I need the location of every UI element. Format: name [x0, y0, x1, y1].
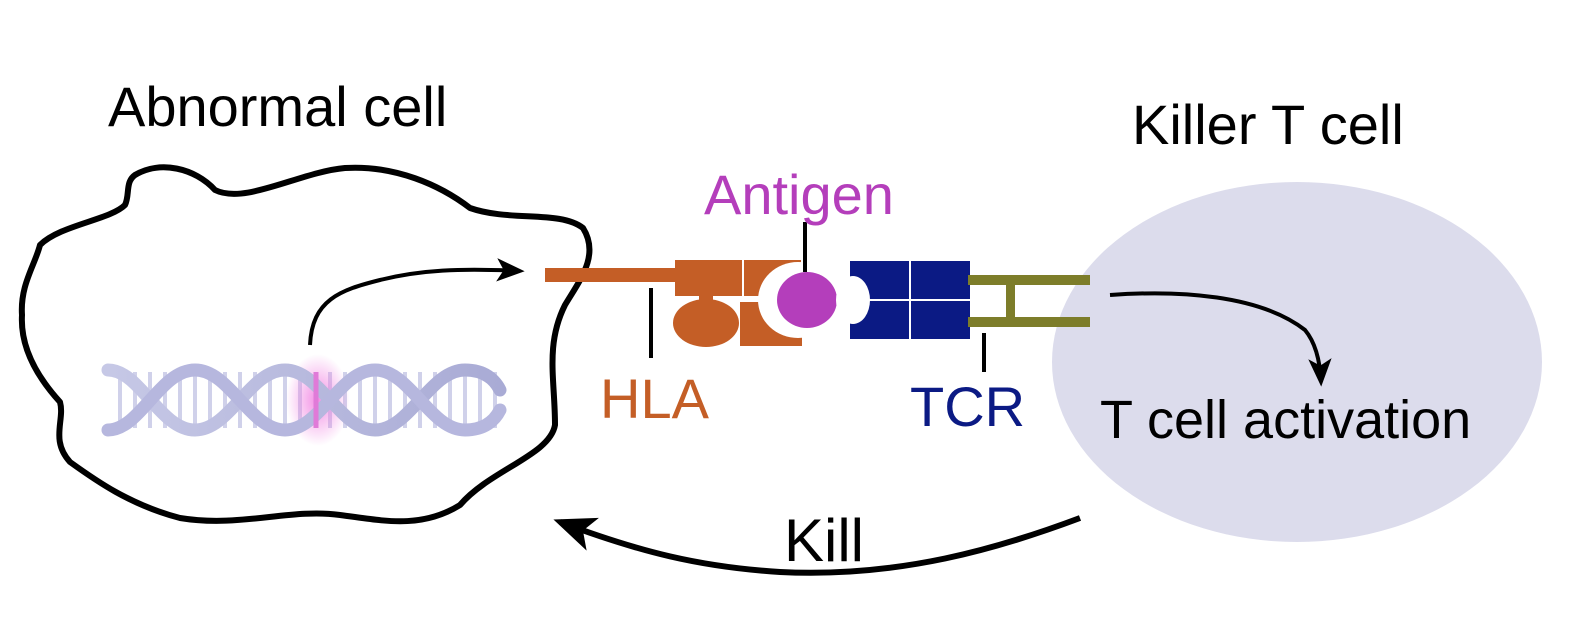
tcr-molecule — [836, 261, 1090, 339]
hla-label: HLA — [600, 367, 710, 430]
activation-arrow — [1109, 291, 1332, 387]
tcr-label: TCR — [910, 375, 1025, 438]
kill-arrow — [553, 515, 1082, 576]
kill-label: Kill — [784, 507, 864, 574]
killer-t-cell-label: Killer T cell — [1132, 93, 1404, 156]
antigen-molecule — [758, 262, 838, 338]
expression-arrow — [308, 258, 525, 346]
t-cell-activation-label: T cell activation — [1100, 390, 1471, 450]
hla-molecule — [545, 260, 802, 347]
killer-t-cell-body — [1052, 182, 1542, 542]
abnormal-cell-outline — [18, 164, 593, 525]
antigen-label: Antigen — [704, 163, 894, 226]
dna-double-helix-icon — [101, 354, 507, 446]
abnormal-cell-label: Abnormal cell — [108, 75, 447, 138]
